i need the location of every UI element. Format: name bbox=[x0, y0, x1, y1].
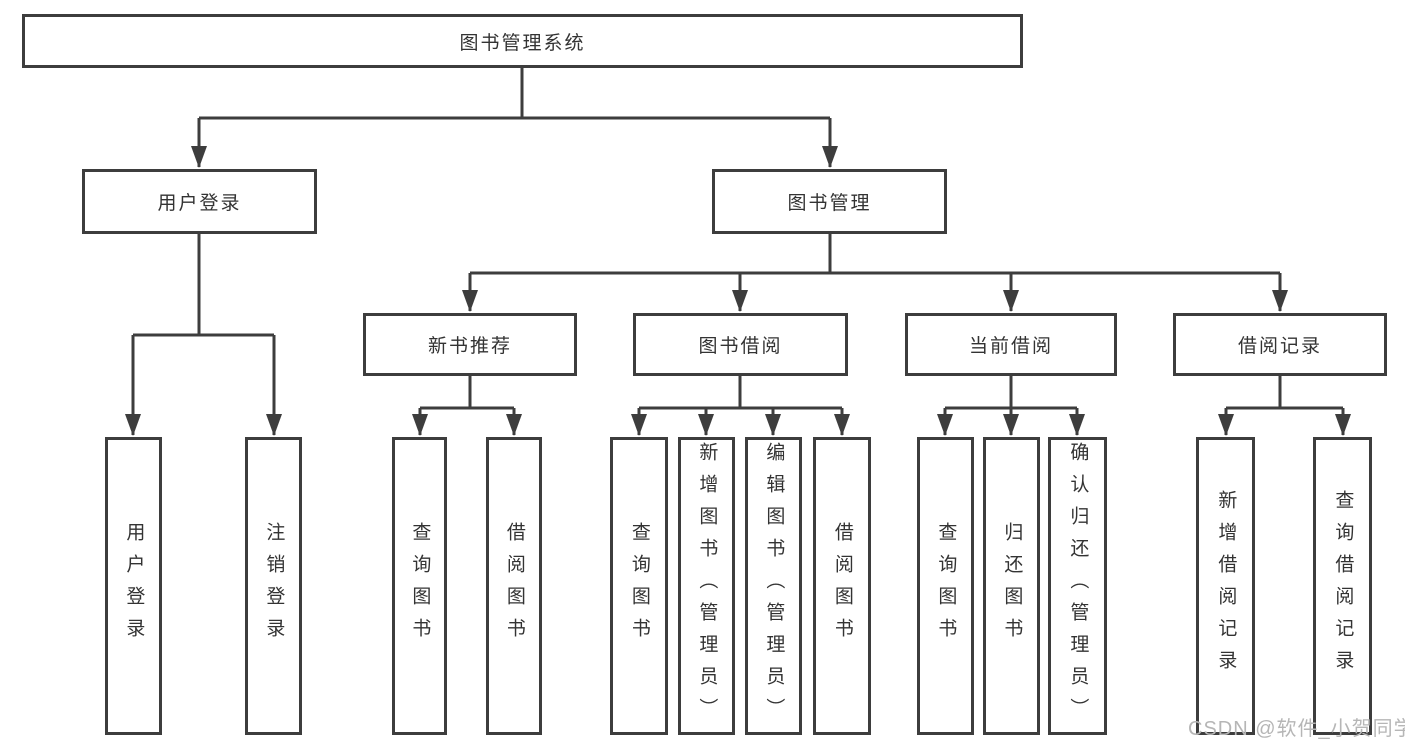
leaf-edit-books-admin: 编辑图书（管理员） bbox=[745, 437, 802, 735]
leaf-add-borrow-record: 新增借阅记录 bbox=[1196, 437, 1255, 735]
leaf-query-books-current-label: 查询图书 bbox=[935, 522, 957, 650]
connector-new-book-recommend-to-leaves bbox=[412, 376, 522, 436]
leaf-logout-label: 注销登录 bbox=[263, 522, 285, 650]
leaf-user-login-label: 用户登录 bbox=[123, 522, 145, 650]
leaf-confirm-return-admin: 确认归还（管理员） bbox=[1048, 437, 1107, 735]
leaf-add-books-admin-label: 新增图书（管理员） bbox=[696, 442, 718, 730]
leaf-add-borrow-record-label: 新增借阅记录 bbox=[1215, 490, 1237, 682]
leaf-borrow-books-borrowing: 借阅图书 bbox=[813, 437, 871, 735]
node-root-label: 图书管理系统 bbox=[459, 32, 586, 54]
leaf-query-books-current: 查询图书 bbox=[917, 437, 974, 735]
node-user-login-label: 用户登录 bbox=[157, 193, 242, 214]
node-new-book-recommend-label: 新书推荐 bbox=[427, 336, 512, 357]
node-user-login: 用户登录 bbox=[82, 169, 317, 234]
connector-user-login-to-leaves bbox=[125, 234, 282, 436]
node-borrowing-records-label: 借阅记录 bbox=[1237, 336, 1322, 357]
leaf-query-books-recommend: 查询图书 bbox=[392, 437, 447, 735]
leaf-query-borrow-record-label: 查询借阅记录 bbox=[1332, 490, 1354, 682]
leaf-user-login: 用户登录 bbox=[105, 437, 162, 735]
connector-current-borrowing-to-leaves bbox=[937, 376, 1085, 436]
csdn-watermark: CSDN @软件_小贺同学 bbox=[1188, 718, 1405, 740]
leaf-logout: 注销登录 bbox=[245, 437, 302, 735]
node-current-borrowing: 当前借阅 bbox=[905, 313, 1117, 376]
leaf-query-books-borrowing-label: 查询图书 bbox=[628, 522, 650, 650]
leaf-query-borrow-record: 查询借阅记录 bbox=[1313, 437, 1372, 735]
connector-root-to-level2 bbox=[191, 68, 838, 168]
leaf-query-books-borrowing: 查询图书 bbox=[610, 437, 668, 735]
node-root-system: 图书管理系统 bbox=[22, 14, 1023, 68]
leaf-query-books-recommend-label: 查询图书 bbox=[409, 522, 431, 650]
node-new-book-recommend: 新书推荐 bbox=[363, 313, 577, 376]
connector-book-borrowing-to-leaves bbox=[631, 376, 850, 436]
leaf-confirm-return-admin-label: 确认归还（管理员） bbox=[1067, 442, 1089, 730]
leaf-borrow-books-recommend-label: 借阅图书 bbox=[503, 522, 525, 650]
leaf-borrow-books-borrowing-label: 借阅图书 bbox=[831, 522, 853, 650]
leaf-add-books-admin: 新增图书（管理员） bbox=[678, 437, 735, 735]
leaf-return-books: 归还图书 bbox=[983, 437, 1040, 735]
leaf-borrow-books-recommend: 借阅图书 bbox=[486, 437, 542, 735]
node-borrowing-records: 借阅记录 bbox=[1173, 313, 1387, 376]
node-book-borrowing: 图书借阅 bbox=[633, 313, 848, 376]
node-book-management: 图书管理 bbox=[712, 169, 947, 234]
connector-book-management-to-level3 bbox=[462, 234, 1288, 312]
node-book-borrowing-label: 图书借阅 bbox=[698, 336, 783, 357]
leaf-return-books-label: 归还图书 bbox=[1001, 522, 1023, 650]
node-current-borrowing-label: 当前借阅 bbox=[968, 336, 1053, 357]
leaf-edit-books-admin-label: 编辑图书（管理员） bbox=[763, 442, 785, 730]
connector-borrowing-records-to-leaves bbox=[1218, 376, 1351, 436]
node-book-management-label: 图书管理 bbox=[787, 193, 872, 214]
